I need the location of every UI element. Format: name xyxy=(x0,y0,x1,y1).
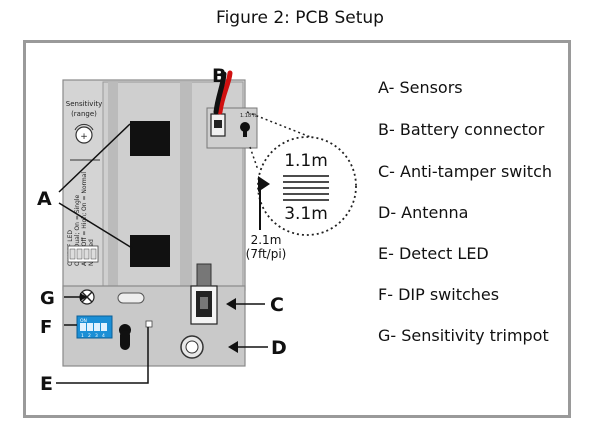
callout-e-line xyxy=(56,327,149,384)
callout-d-arrow-icon xyxy=(228,341,238,353)
sensitivity-label: Sensitivity xyxy=(66,100,102,108)
callout-d: D xyxy=(271,337,287,359)
callout-c: C xyxy=(270,294,284,316)
dip-switch-2 xyxy=(87,323,93,331)
detect-led xyxy=(145,320,153,328)
zoom-bottom-value: 3.1m xyxy=(284,204,328,224)
rail-mid xyxy=(180,82,192,287)
svg-text:+: + xyxy=(80,132,88,142)
legend-item-a: A- Sensors xyxy=(378,78,463,97)
svg-text:ON: ON xyxy=(80,318,87,324)
distance-unit: (7ft/pi) xyxy=(246,247,287,261)
callout-f: F xyxy=(40,317,52,338)
distance-value: 2.1m xyxy=(251,233,282,247)
legend-item-g: G- Sensitivity trimpot xyxy=(378,326,549,345)
red-wire xyxy=(217,70,233,115)
legend-item-f: F- DIP switches xyxy=(378,285,500,304)
figure-title: Figure 2: PCB Setup xyxy=(216,8,384,28)
svg-text:2: 2 xyxy=(88,333,91,339)
callout-a: A xyxy=(37,188,52,210)
zoom-circle xyxy=(257,136,357,236)
legend-item-e: E- Detect LED xyxy=(378,244,489,263)
mounting-slot xyxy=(117,292,145,304)
svg-text:1: 1 xyxy=(81,333,84,339)
dip-switch-3 xyxy=(94,323,100,331)
keyhole-bottom xyxy=(120,330,130,350)
range-label: (range) xyxy=(71,110,97,118)
dip-diagram xyxy=(67,245,99,263)
callout-b: B xyxy=(212,65,226,87)
tamper-rail xyxy=(196,263,212,287)
figure-frame xyxy=(23,40,571,418)
legend-item-d: D- Antenna xyxy=(378,203,469,222)
sensor-top xyxy=(130,121,170,156)
svg-text:1.18 ft: 1.18 ft xyxy=(240,113,256,119)
dip-switch-1 xyxy=(80,323,86,331)
legend-item-c: C- Anti-tamper switch xyxy=(378,162,553,181)
zoom-top-value: 1.1m xyxy=(284,151,328,171)
callout-a-line-1 xyxy=(58,123,131,193)
distance-arrow-icon xyxy=(258,176,270,192)
zoom-line-bottom xyxy=(249,146,259,171)
sensitivity-dial-icon xyxy=(75,126,93,144)
dip-note-2: Off = Dual; On = Single xyxy=(74,194,81,266)
callout-e: E xyxy=(40,373,53,395)
callout-c-arrow-icon xyxy=(226,298,236,310)
svg-text:4: 4 xyxy=(102,333,105,339)
dial-arc-icon xyxy=(74,123,94,131)
callout-g: G xyxy=(40,288,55,309)
legend-item-b: B- Battery connector xyxy=(378,120,545,139)
callout-a-line-2 xyxy=(58,202,133,249)
rail-left xyxy=(108,82,118,287)
dip-switch-4 xyxy=(101,323,107,331)
svg-text:3: 3 xyxy=(95,333,98,339)
black-wire xyxy=(213,71,227,115)
zoom-line-top xyxy=(246,111,319,141)
sensor-bottom xyxy=(130,235,170,267)
